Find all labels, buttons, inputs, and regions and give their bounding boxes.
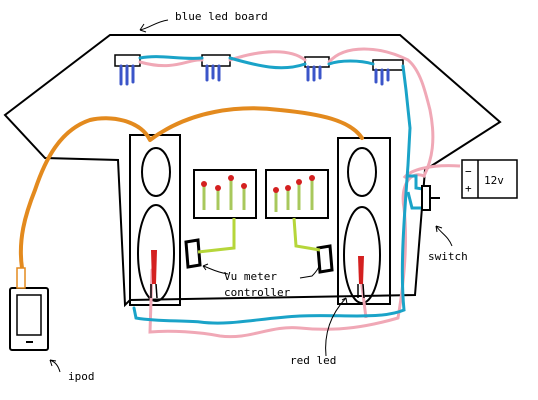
- red-led-left: [150, 250, 158, 299]
- ipod: [9, 267, 49, 351]
- power-switch[interactable]: [421, 185, 440, 211]
- battery-plus-label: +: [465, 182, 472, 195]
- vu-controller-chip-left: [184, 238, 202, 269]
- blue-leds: [119, 64, 390, 86]
- right-speaker: [337, 137, 391, 305]
- pink-wire: [138, 47, 435, 339]
- green-signal-wires: [197, 217, 321, 254]
- label-ipod: ipod: [68, 370, 95, 383]
- label-red-led: red led: [290, 354, 336, 367]
- battery-minus-label: −: [465, 165, 472, 178]
- battery-12v: − + 12v: [461, 159, 518, 199]
- label-switch: switch: [428, 250, 468, 263]
- label-vu-meter: Vu meter: [224, 270, 277, 283]
- label-controller: controller: [224, 286, 291, 299]
- vu-meter-board-right: [265, 169, 329, 219]
- orange-wire: [18, 106, 364, 270]
- vu-meter-board-left: [193, 169, 257, 219]
- blue-wire: [132, 55, 412, 325]
- battery-voltage-label: 12v: [484, 174, 504, 187]
- pointer-arrows: [49, 19, 453, 373]
- vu-controller-chip-right: [316, 244, 334, 274]
- red-led-right: [357, 256, 365, 299]
- label-blue-led-board: blue led board: [175, 10, 268, 23]
